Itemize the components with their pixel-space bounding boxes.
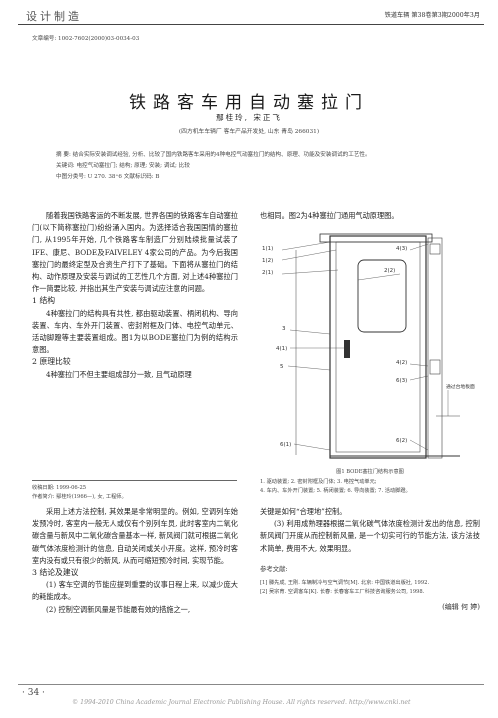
fig-label-4-3: 4(3) — [396, 246, 407, 252]
editor-note: (编辑 何 婷) — [442, 603, 480, 612]
abstract-block: 摘 要: 结合实际安装调试经验, 分析、比较了国内铁路客车采用的4种电控气动塞拉… — [56, 150, 448, 183]
right-intro: 也相同。图2为4种塞拉门通用气动原理图。 — [260, 211, 399, 220]
footnote: 收稿日期: 1999-06-25 作者简介: 鄢桂玲(1966—), 女, 工程… — [32, 480, 237, 502]
classification: 中图分类号: U 270. 38⁺6 文献标识码: B — [56, 174, 160, 180]
fig-label-2-2: 2(2) — [384, 268, 395, 274]
conclusion-3: (3) 利用成熟理器根据二氧化碳气体浓度检测计发出的信息, 控制新风阀门开度从而… — [260, 519, 480, 553]
section-3-heading: 3 结论及建议 — [32, 568, 79, 578]
conclusion-1: (1) 客车空调的节能应提到重要的议事日程上来, 以减少庞大的耗能成本。 — [32, 580, 238, 602]
article-title: 铁路客车用自动塞拉门 — [129, 93, 369, 113]
page-number: · 34 · — [22, 688, 45, 698]
right-column-intro: 也相同。图2为4种塞拉门通用气动原理图。 — [260, 210, 480, 222]
article-number: 文章编号: 1002-7602(2000)03-0034-03 — [32, 36, 140, 42]
received-date: 收稿日期: 1999-06-25 — [32, 485, 87, 491]
fig-label-3: 3 — [282, 326, 286, 332]
authors: 鄢桂玲, 宋正飞 — [216, 113, 282, 122]
fig-label-6-2: 6(2) — [396, 438, 407, 444]
fig-label-floor: 通过台地板面 — [446, 383, 475, 390]
section-header: 设计制造 — [26, 10, 82, 23]
figure-caption-line-2: 4. 车内、车外开门装置; 5. 柄闭装置; 6. 导向装置; 7. 活动脚蹬。 — [260, 488, 411, 494]
fig-label-4-1: 4(1) — [276, 346, 287, 352]
fig-label-6-1: 6(1) — [280, 442, 291, 448]
intro-paragraph: 随着我国铁路客运的不断发展, 世界各国的铁路客车自动塞拉门(以下简称塞拉门)纷纷… — [32, 211, 238, 294]
abstract-text: 摘 要: 结合实际安装调试经验, 分析、比较了国内铁路客车采用的4种电控气动塞拉… — [56, 152, 371, 158]
door-window — [357, 259, 407, 333]
journal-header: 铁道车辆 第38卷第3期2000年3月 — [384, 12, 480, 19]
lower-left-paragraph-1: 采用上述方法控制, 其效果是非常明显的。例如, 空调列车始发预冷时, 客室内一般… — [32, 507, 238, 565]
footer-rule — [18, 684, 484, 685]
section-1-heading: 1 结构 — [32, 296, 56, 306]
keywords: 关键词: 电控气动塞拉门; 结构; 原理; 安装; 调试; 比较 — [56, 163, 190, 169]
left-column: 随着我国铁路客运的不断发展, 世界各国的铁路客车自动塞拉门(以下简称塞拉门)纷纷… — [32, 210, 238, 381]
lower-right-paragraph-1: 关键是如何“合理地”控制。 — [260, 507, 347, 516]
fig-label-4-2: 4(2) — [396, 360, 407, 366]
conclusion-2: (2) 控制空调新风量是节能最有效的措施之一, — [46, 604, 191, 614]
section-1-body: 4种塞拉门的结构具有共性, 都由驱动装置、柄闭机构、导向装置、车内、车外开门装置… — [32, 308, 238, 355]
figure-caption-title: 图1 BODE塞拉门结构示意图 — [336, 469, 404, 475]
lower-right-column: 关键是如何“合理地”控制。 (3) 利用成熟理器根据二氧化碳气体浓度检测计发出的… — [260, 506, 480, 613]
fig-label-5: 5 — [280, 364, 284, 370]
references-heading: 参考文献: — [260, 564, 288, 573]
mechanism-column — [427, 237, 443, 459]
reference-2: [2] 吴宗育. 空调客车[K]. 长春: 长春客车工厂科技咨询服务公司, 19… — [260, 589, 425, 596]
figure-caption-line-1: 1. 驱动装置; 2. 密封附框及门体; 3. 电控气动单元; — [260, 478, 377, 485]
drive-unit — [319, 233, 433, 243]
figure-caption: 图1 BODE塞拉门结构示意图 1. 驱动装置; 2. 密封附框及门体; 3. … — [260, 468, 480, 497]
affiliation: (四方机车车辆厂 客车产品开发处, 山东 青岛 266031) — [178, 129, 320, 135]
copyright-notice: © 1994-2010 China Academic Journal Elect… — [72, 699, 411, 706]
reference-1: [1] 滕先成, 王刚. 车辆制冷与空气调节[M]. 北京: 中国铁道出版社, … — [260, 580, 430, 587]
door-frame — [329, 235, 427, 459]
section-2-body: 4种塞拉门不但主要组成部分一致, 且气动原理 — [46, 369, 192, 379]
lower-left-column: 采用上述方法控制, 其效果是非常明显的。例如, 空调列车始发预冷时, 客室内一般… — [32, 506, 238, 616]
fig-label-6-3: 6(3) — [396, 378, 407, 384]
header-rule — [18, 24, 484, 25]
section-2-heading: 2 原理比较 — [32, 357, 71, 367]
fig-label-2-1: 2(1) — [262, 270, 273, 276]
fig-label-1-1: 1(1) — [262, 246, 273, 252]
fig-label-1-2: 1(2) — [262, 258, 273, 264]
door-structure-figure: 1(1) 1(2) 2(1) 2(2) 3 4(1) 4(2) 4(3) 5 6… — [262, 233, 475, 459]
door-handle — [344, 340, 350, 358]
author-bio: 作者简介: 鄢桂玲(1966—), 女, 工程师。 — [32, 494, 127, 500]
